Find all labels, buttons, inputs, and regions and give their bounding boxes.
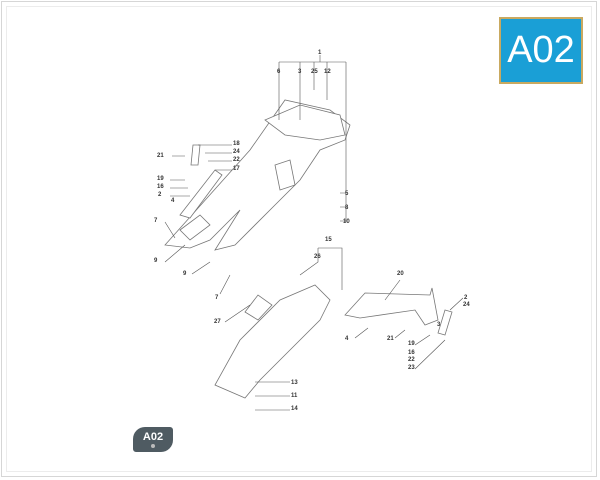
callout-number: 19 bbox=[157, 176, 164, 182]
callout-number: 21 bbox=[387, 336, 394, 342]
callout-number: 9 bbox=[154, 258, 158, 264]
callout-number: 6 bbox=[277, 69, 281, 75]
callout-number: 3 bbox=[298, 69, 302, 75]
callout-number: 12 bbox=[324, 69, 331, 75]
callout-number: 27 bbox=[214, 319, 221, 325]
right-footpeg-bracket bbox=[344, 287, 453, 336]
callout-number: 23 bbox=[408, 365, 415, 371]
callout-number: 24 bbox=[463, 302, 470, 308]
callout-number: 8 bbox=[345, 205, 349, 211]
callout-number: 24 bbox=[233, 149, 240, 155]
callout-number: 17 bbox=[233, 166, 240, 172]
callout-number: 14 bbox=[291, 406, 298, 412]
callout-number: 10 bbox=[343, 219, 350, 225]
callout-number: 7 bbox=[215, 295, 219, 301]
footer-section-badge: A02 bbox=[133, 427, 173, 452]
section-code-badge: A02 bbox=[499, 17, 583, 84]
callout-number: 9 bbox=[183, 271, 187, 277]
callout-number: 26 bbox=[314, 254, 321, 260]
callout-number: 7 bbox=[154, 218, 158, 224]
rear-frame bbox=[164, 99, 351, 251]
callout-number: 25 bbox=[311, 69, 318, 75]
callout-number: 4 bbox=[345, 336, 349, 342]
leader-lines bbox=[164, 55, 464, 411]
callout-number: 19 bbox=[408, 341, 415, 347]
callout-number: 11 bbox=[291, 393, 298, 399]
left-footpeg-bracket bbox=[179, 144, 223, 219]
callout-number: 13 bbox=[291, 380, 298, 386]
footer-section-code: A02 bbox=[142, 431, 164, 443]
inner-frame bbox=[6, 6, 592, 472]
callout-number: 15 bbox=[325, 237, 332, 243]
callout-number: 3 bbox=[437, 322, 441, 328]
callout-number: 21 bbox=[157, 153, 164, 159]
callout-number: 2 bbox=[158, 192, 162, 198]
callout-number: 16 bbox=[408, 350, 415, 356]
callout-number: 1 bbox=[318, 50, 322, 56]
callout-number: 22 bbox=[408, 357, 415, 363]
callout-number: 20 bbox=[397, 271, 404, 277]
callout-number: 22 bbox=[233, 157, 240, 163]
callout-number: 18 bbox=[233, 141, 240, 147]
dot-icon bbox=[151, 444, 155, 448]
rear-undertray bbox=[214, 284, 331, 399]
callout-number: 5 bbox=[345, 191, 349, 197]
callout-number: 2 bbox=[464, 295, 468, 301]
callout-number: 16 bbox=[157, 184, 164, 190]
callout-number: 4 bbox=[171, 198, 175, 204]
callout-labels: 1 6 3 25 12 18 24 22 17 21 19 16 2 4 7 9… bbox=[154, 50, 470, 412]
